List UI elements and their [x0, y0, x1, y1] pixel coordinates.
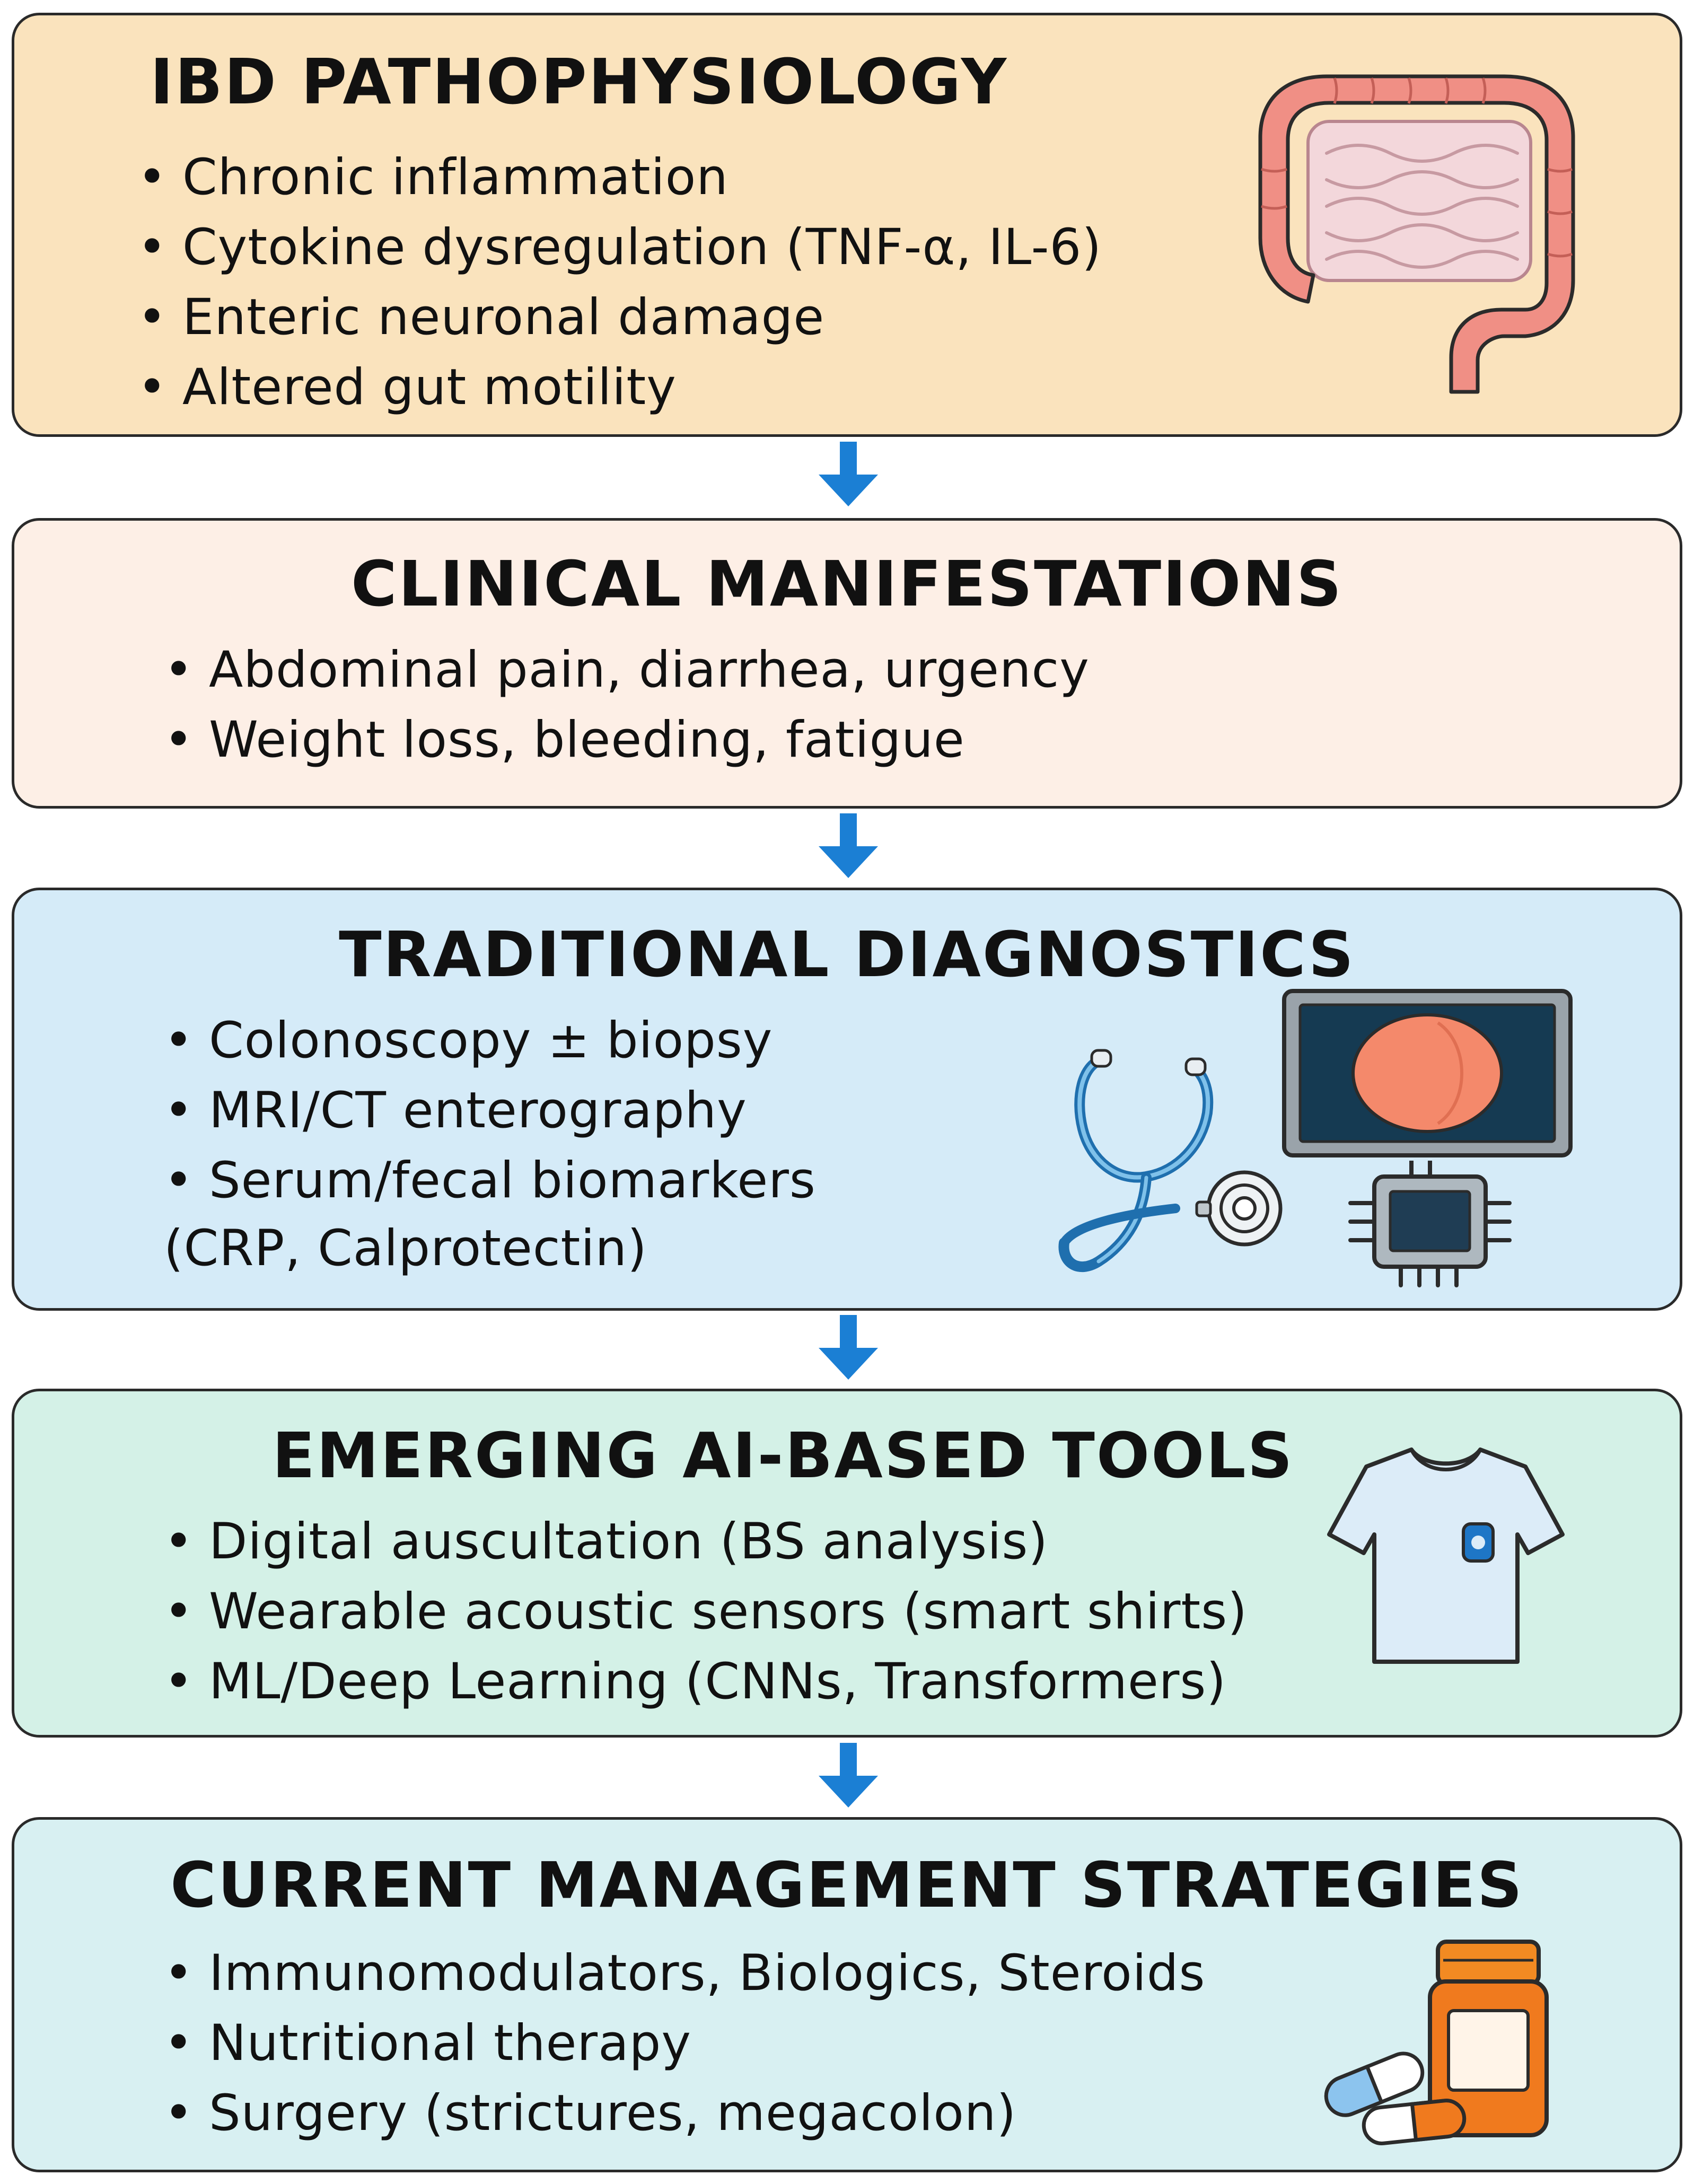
section-title: CURRENT MANAGEMENT STRATEGIES: [170, 1848, 1524, 1922]
bullet-list: Colonoscopy ± biopsy MRI/CT enterography…: [164, 1006, 816, 1282]
down-arrow-icon: [819, 442, 878, 506]
bullet-item: Serum/fecal biomarkers: [164, 1146, 816, 1216]
bullet-list: Chronic inflammation Cytokine dysregulat…: [137, 143, 1102, 423]
down-arrow-icon: [819, 1315, 878, 1380]
chip-icon: [1348, 1161, 1512, 1287]
section-emerging-ai-tools: EMERGING AI-BASED TOOLS Digital ausculta…: [12, 1389, 1682, 1738]
bullet-item: MRI/CT enterography: [164, 1076, 816, 1146]
bullet-item: ML/Deep Learning (CNNs, Transformers): [164, 1647, 1248, 1717]
bullet-item: Wearable acoustic sensors (smart shirts): [164, 1577, 1248, 1647]
section-title: EMERGING AI-BASED TOOLS: [272, 1419, 1294, 1492]
section-title: TRADITIONAL DIAGNOSTICS: [339, 918, 1355, 991]
bullet-item: Surgery (strictures, megacolon): [164, 2078, 1205, 2148]
bullet-item: Abdominal pain, diarrhea, urgency: [164, 635, 1090, 705]
smart-shirt-icon: [1327, 1448, 1565, 1664]
bullet-item: Cytokine dysregulation (TNF-α, IL-6): [137, 213, 1102, 283]
section-ibd-pathophysiology: IBD PATHOPHYSIOLOGY Chronic inflammation…: [12, 13, 1682, 437]
section-title: CLINICAL MANIFESTATIONS: [350, 547, 1344, 620]
bullet-list: Abdominal pain, diarrhea, urgency Weight…: [164, 635, 1090, 775]
down-arrow-icon: [819, 1743, 878, 1808]
bullet-item: Nutritional therapy: [164, 2008, 1205, 2078]
bullet-item: Altered gut motility: [137, 353, 1102, 423]
section-title: IBD PATHOPHYSIOLOGY: [150, 45, 1008, 118]
section-traditional-diagnostics: TRADITIONAL DIAGNOSTICS Colonoscopy ± bi…: [12, 888, 1682, 1311]
capsule-icon: [1324, 2051, 1467, 2145]
bullet-item: Chronic inflammation: [137, 143, 1102, 213]
section-current-management: CURRENT MANAGEMENT STRATEGIES Immunomodu…: [12, 1817, 1682, 2172]
bullet-list: Immunomodulators, Biologics, Steroids Nu…: [164, 1939, 1205, 2148]
bullet-item: Digital auscultation (BS analysis): [164, 1507, 1248, 1577]
bullet-continuation: (CRP, Calprotectin): [164, 1220, 647, 1277]
bullet-item: Weight loss, bleeding, fatigue: [164, 705, 1090, 775]
bullet-item: Colonoscopy ± biopsy: [164, 1006, 816, 1076]
down-arrow-icon: [819, 813, 878, 878]
bullet-item: Enteric neuronal damage: [137, 283, 1102, 353]
monitor-icon: [1282, 989, 1573, 1157]
section-clinical-manifestations: CLINICAL MANIFESTATIONS Abdominal pain, …: [12, 518, 1682, 809]
colon-icon: [1258, 74, 1575, 394]
stethoscope-icon: [1058, 1049, 1283, 1272]
pill-bottle-icon: [1428, 1940, 1549, 2137]
bullet-item: Immunomodulators, Biologics, Steroids: [164, 1939, 1205, 2008]
bullet-list: Digital auscultation (BS analysis) Weara…: [164, 1507, 1248, 1717]
